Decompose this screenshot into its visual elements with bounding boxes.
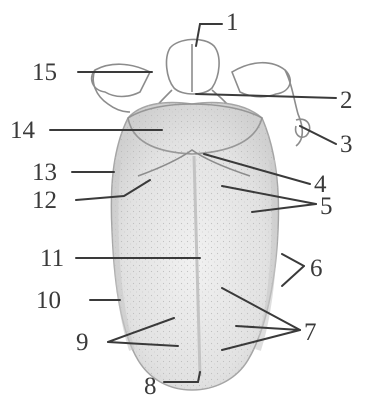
leader-6b bbox=[282, 266, 304, 286]
leader-2 bbox=[196, 94, 336, 98]
label-6: 6 bbox=[310, 255, 323, 282]
label-9: 9 bbox=[76, 329, 89, 356]
tongue-texture bbox=[111, 103, 278, 390]
label-7: 7 bbox=[304, 319, 317, 346]
label-2: 2 bbox=[340, 87, 353, 114]
epiglottis-shape bbox=[167, 39, 220, 94]
label-5: 5 bbox=[320, 193, 333, 220]
label-8: 8 bbox=[144, 373, 157, 400]
label-13: 13 bbox=[32, 159, 57, 186]
tongue-group bbox=[111, 103, 278, 390]
label-11: 11 bbox=[40, 245, 64, 272]
right-cartilage-shape bbox=[232, 63, 290, 97]
label-1: 1 bbox=[226, 9, 239, 36]
right-cartilage-outer bbox=[285, 70, 302, 146]
label-12: 12 bbox=[32, 187, 57, 214]
leader-6a bbox=[282, 254, 304, 266]
left-cartilage-outer bbox=[93, 70, 130, 112]
left-cartilage-shape bbox=[92, 64, 150, 96]
label-15: 15 bbox=[32, 59, 57, 86]
label-14: 14 bbox=[10, 117, 36, 144]
leader-3 bbox=[300, 126, 336, 144]
label-3: 3 bbox=[340, 131, 353, 158]
label-10: 10 bbox=[36, 287, 61, 314]
